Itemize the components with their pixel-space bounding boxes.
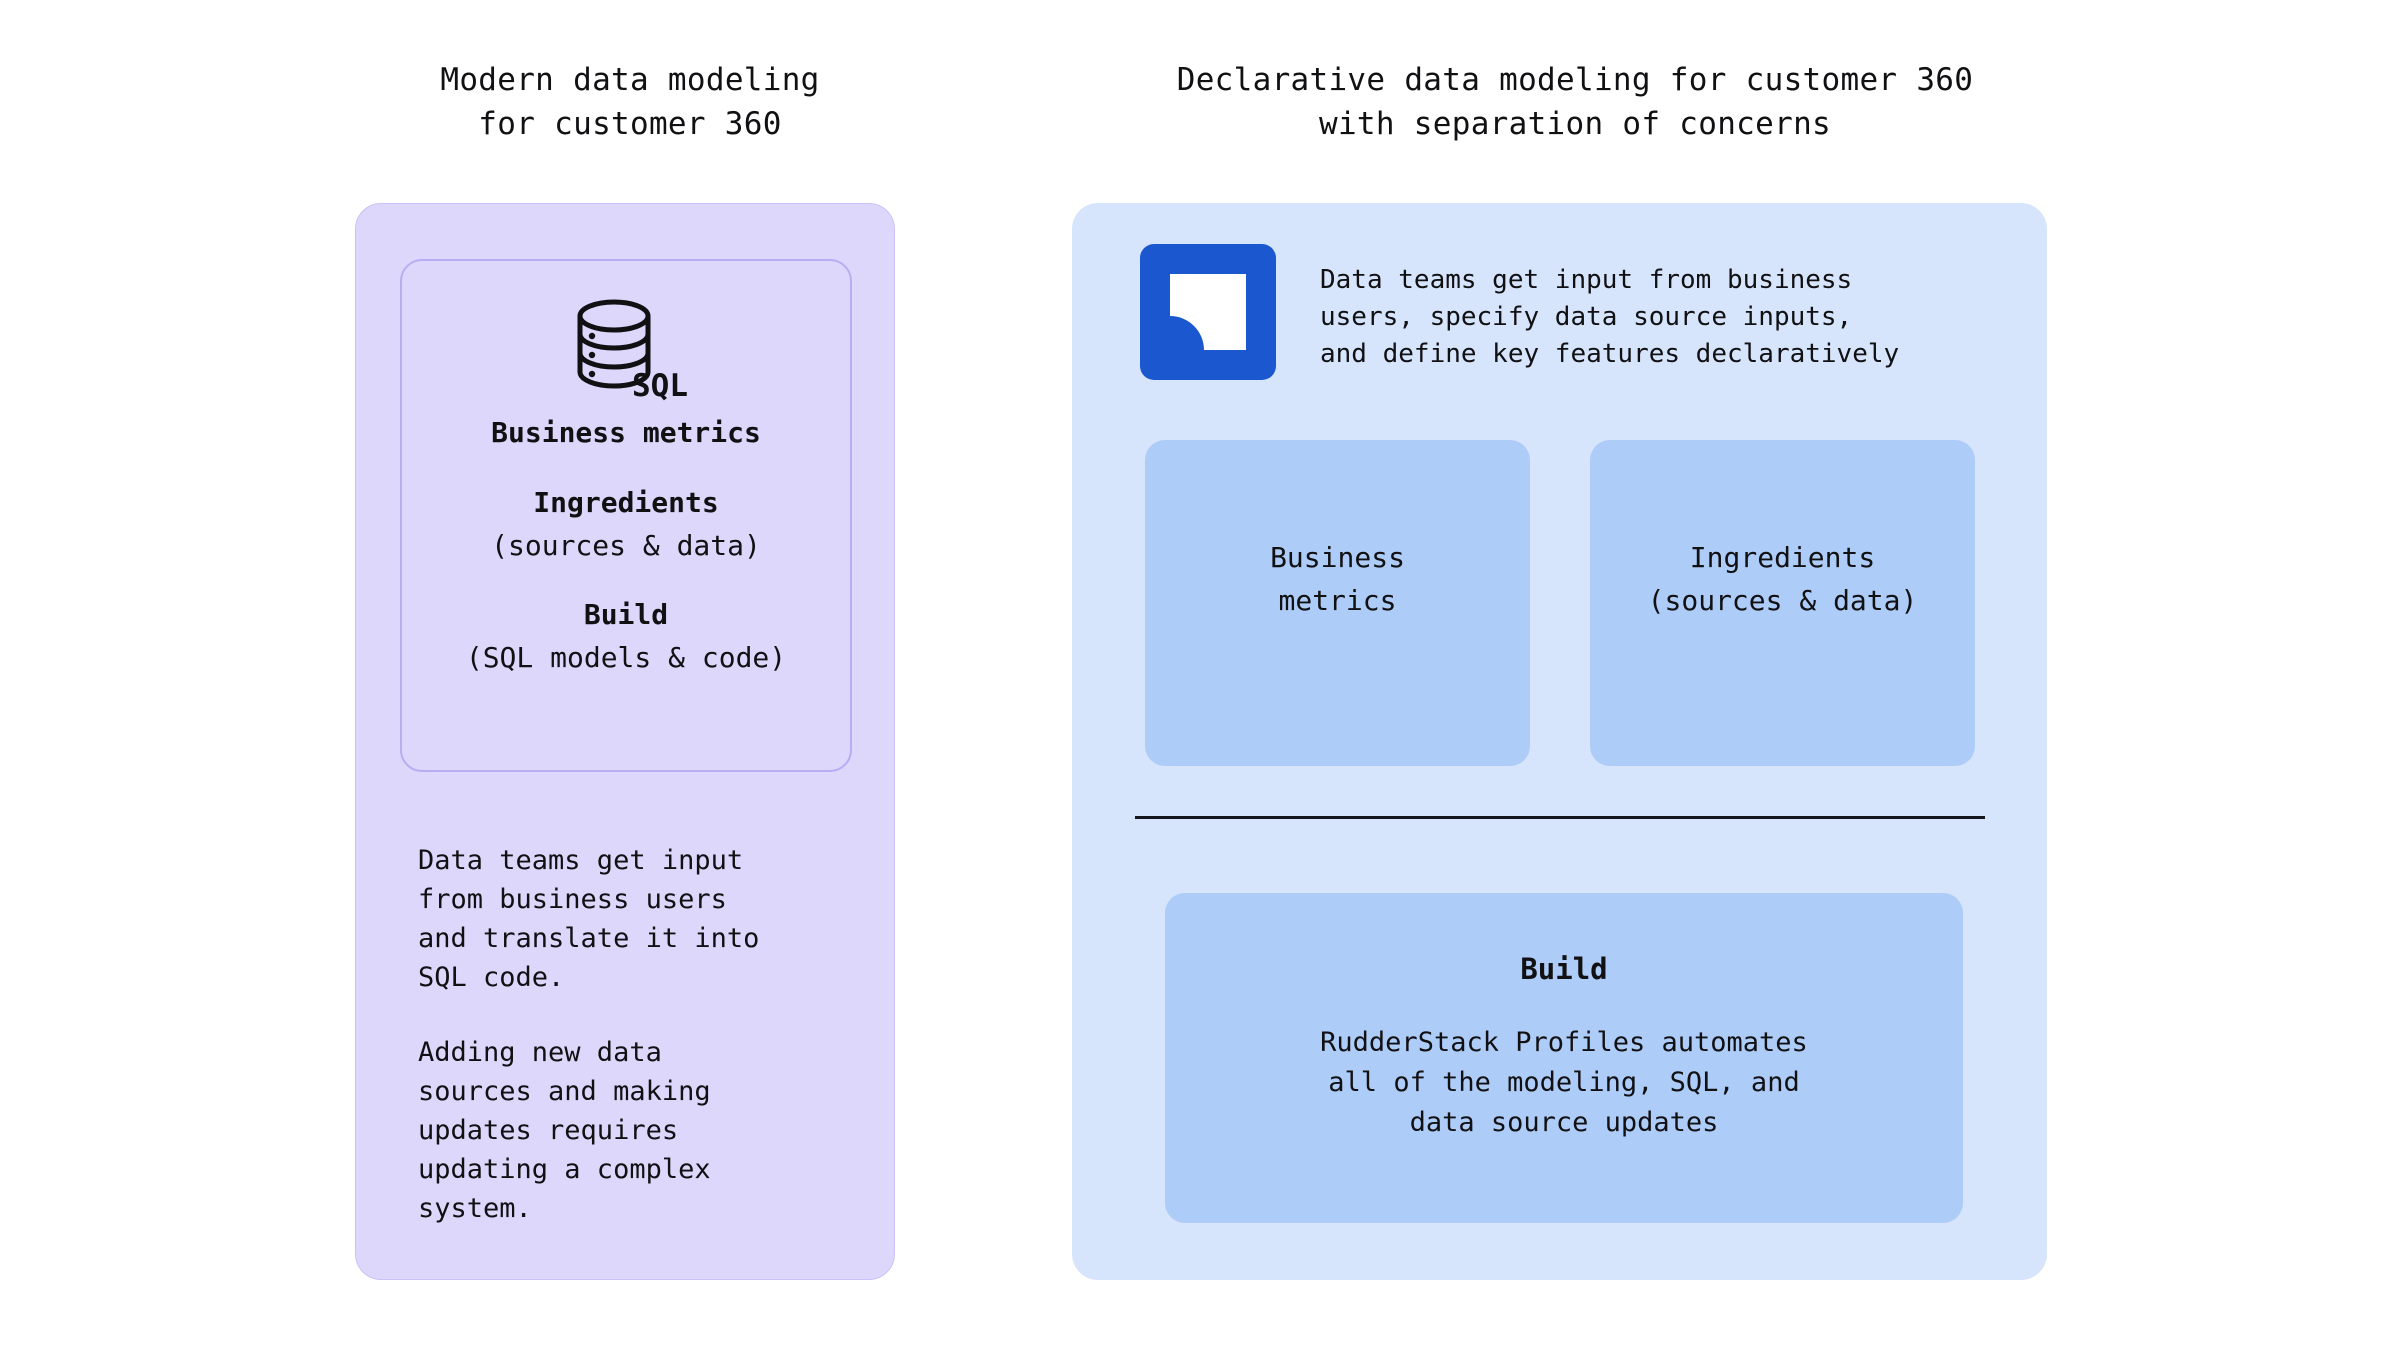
- rudderstack-logo-icon: [1140, 244, 1276, 380]
- legacy-block-build: Build (SQL models & code): [402, 593, 850, 679]
- legacy-inner-card: SQL Business metrics Ingredients (source…: [400, 259, 852, 772]
- ingredients-box-label: Ingredients (sources & data): [1647, 541, 1918, 617]
- left-column-title: Modern data modeling for customer 360: [440, 62, 820, 142]
- legacy-block-heading: Business metrics: [491, 416, 761, 449]
- legacy-paragraph: Data teams get input from business users…: [418, 845, 760, 993]
- legacy-paragraph-list: Data teams get input from business users…: [418, 841, 838, 1228]
- declarative-approach-card: Data teams get input from business users…: [1072, 203, 2047, 1280]
- build-box: Build RudderStack Profiles automates all…: [1165, 893, 1963, 1223]
- legacy-block-business-metrics: Business metrics: [402, 411, 850, 455]
- right-column-title: Declarative data modeling for customer 3…: [1176, 62, 1974, 142]
- sql-database-icon: SQL: [577, 299, 688, 404]
- legacy-block-subtext: (sources & data): [491, 529, 761, 562]
- legacy-block-heading: Ingredients: [533, 486, 719, 519]
- legacy-block-ingredients: Ingredients (sources & data): [402, 481, 850, 567]
- ingredients-box: Ingredients (sources & data): [1590, 440, 1975, 766]
- sql-database-icon-wrapper: SQL: [402, 287, 850, 411]
- build-box-heading: Build: [1520, 952, 1608, 986]
- legacy-approach-card: SQL Business metrics Ingredients (source…: [355, 203, 895, 1280]
- declarative-header: Data teams get input from business users…: [1140, 244, 1987, 380]
- section-divider: [1135, 816, 1985, 819]
- declarative-header-text: Data teams get input from business users…: [1320, 265, 1900, 369]
- legacy-block-heading: Build: [583, 598, 669, 631]
- build-box-body: RudderStack Profiles automates all of th…: [1320, 1027, 1808, 1138]
- legacy-paragraph: Adding new data sources and making updat…: [418, 1037, 711, 1224]
- legacy-block-subtext: (SQL models & code): [465, 641, 787, 674]
- sql-icon-label: SQL: [632, 368, 688, 404]
- business-metrics-box: Business metrics: [1145, 440, 1530, 766]
- business-metrics-box-label: Business metrics: [1270, 541, 1405, 617]
- legacy-inner-text-list: Business metrics Ingredients (sources & …: [402, 411, 850, 679]
